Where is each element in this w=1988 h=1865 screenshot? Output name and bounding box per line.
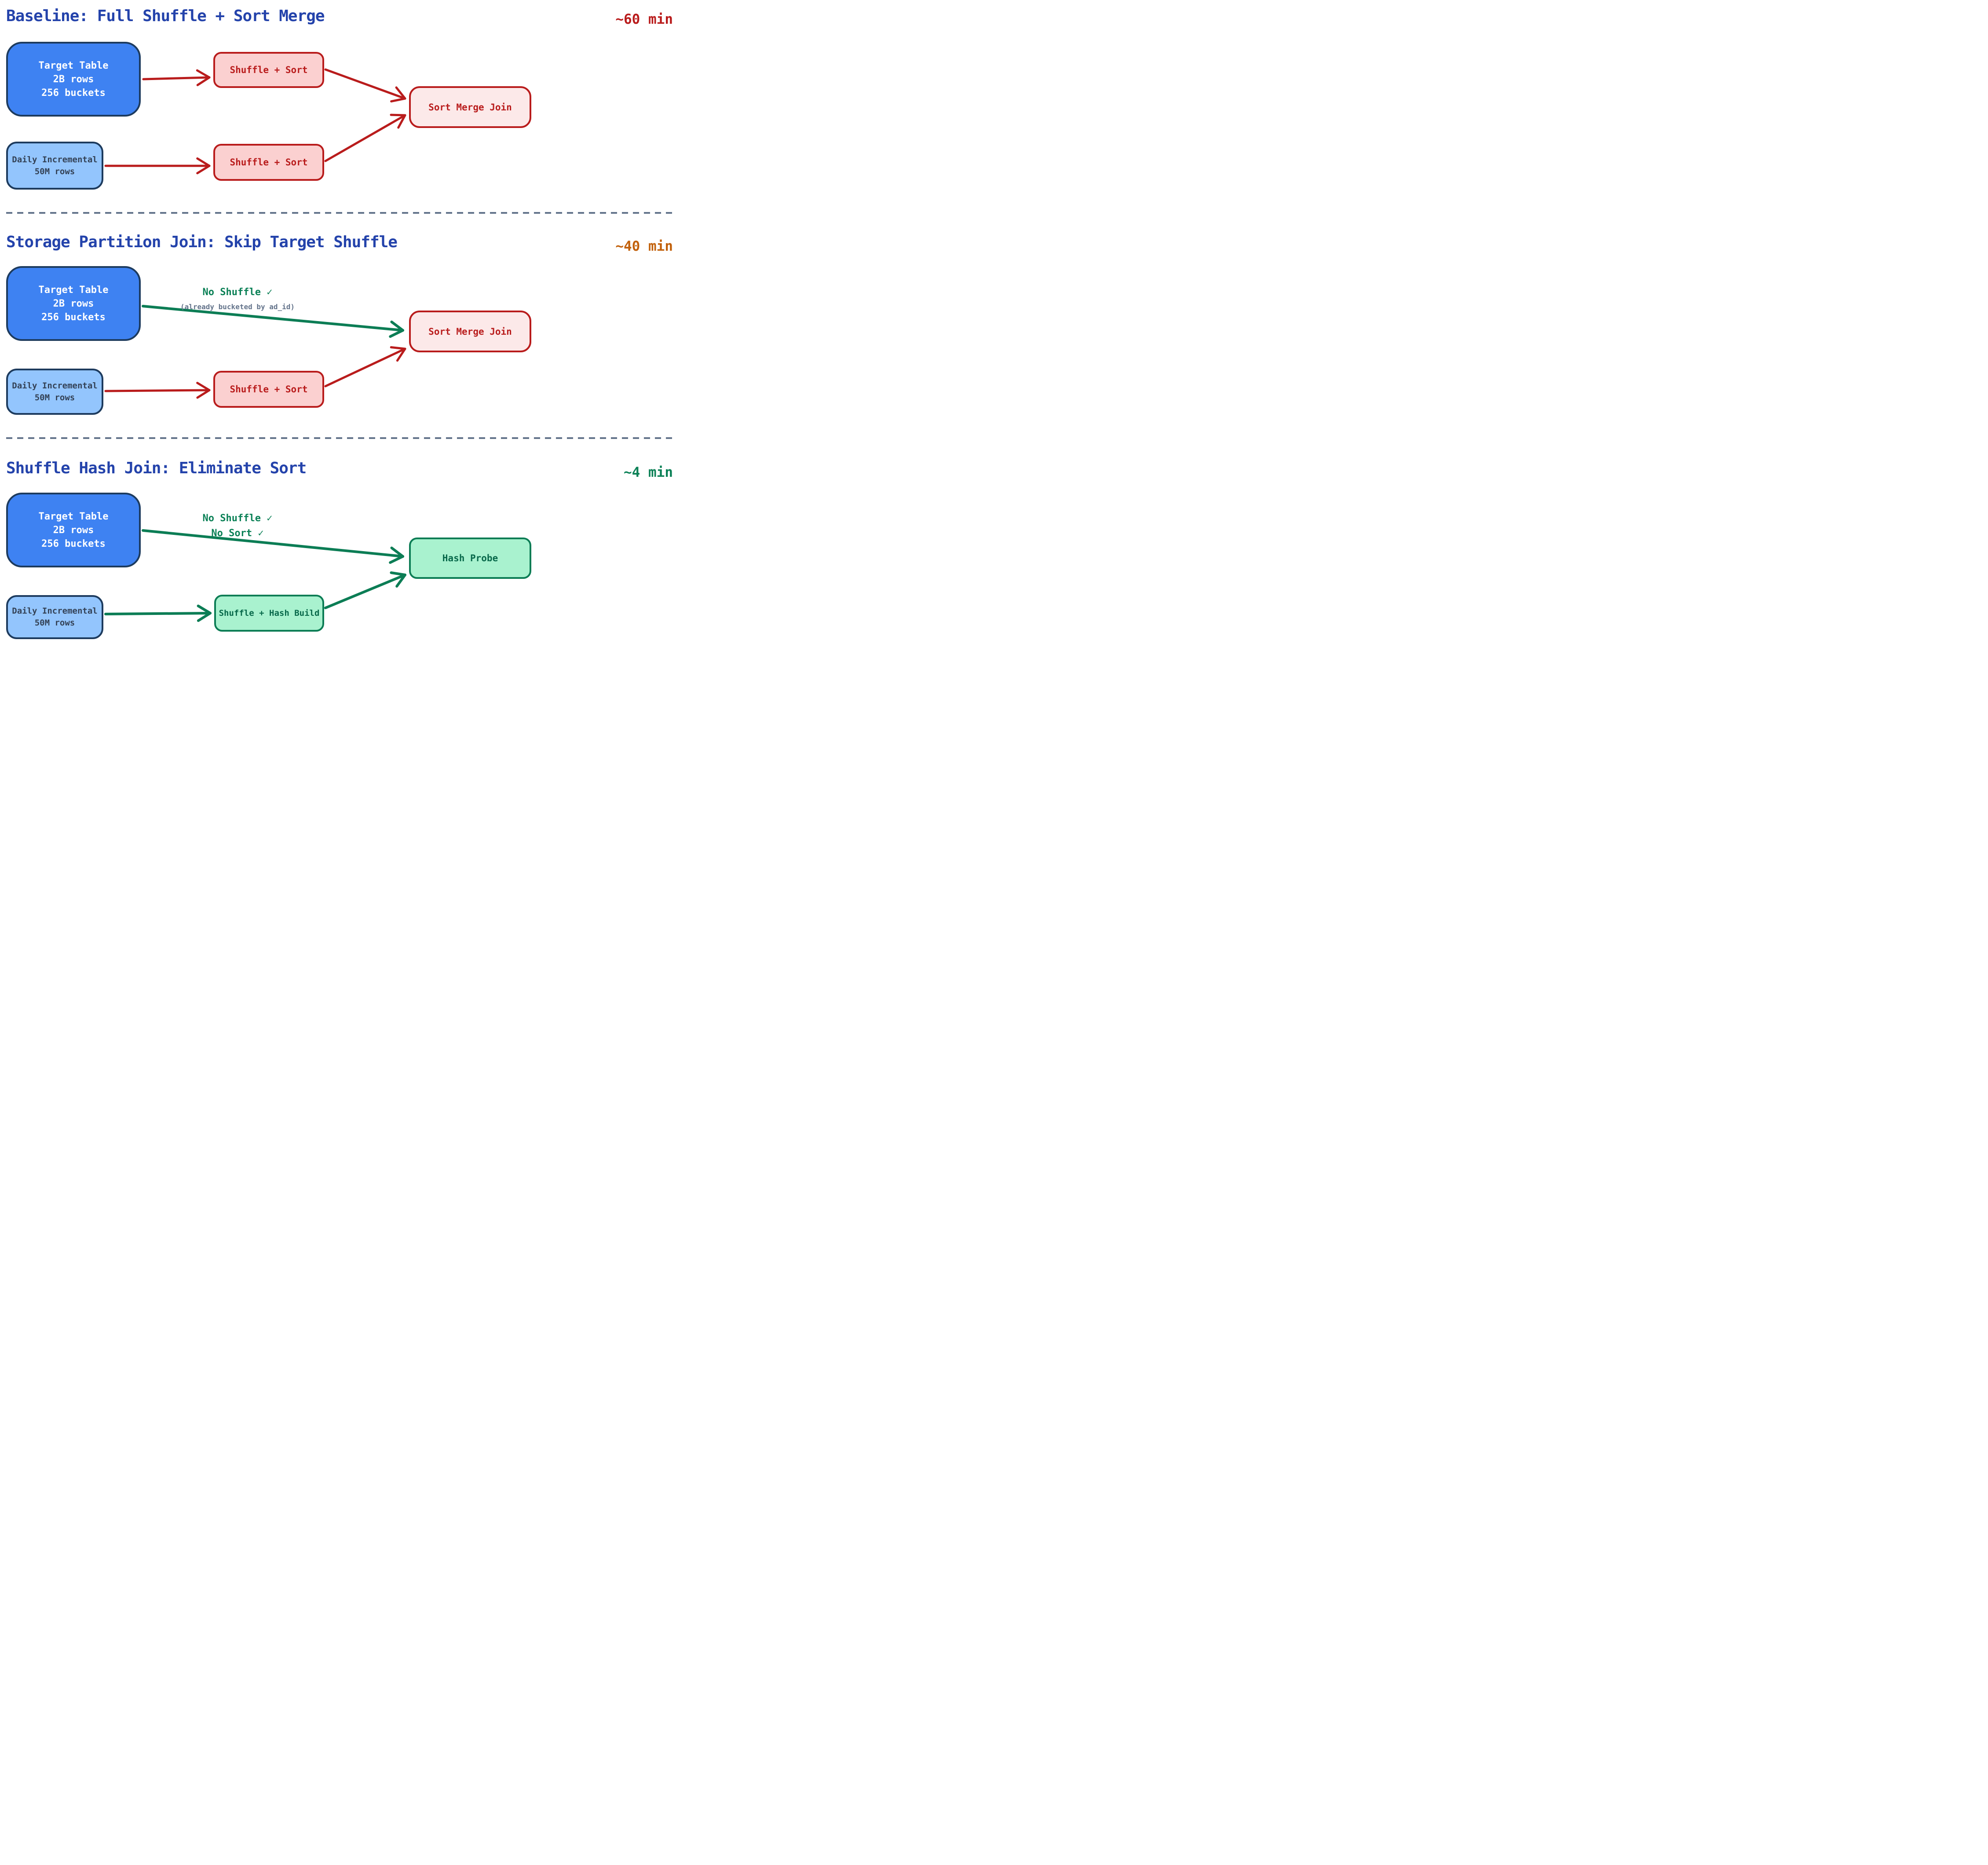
hash-probe-label: Hash Probe xyxy=(442,553,498,563)
shuffle-sort-label: Shuffle + Sort xyxy=(230,384,308,395)
target-table-line: 2B rows xyxy=(53,524,94,536)
daily-incremental-line: 50M rows xyxy=(34,618,75,628)
daily-incremental-line: Daily Incremental xyxy=(12,606,98,616)
section-title-storage-partition-join: Storage Partition Join: Skip Target Shuf… xyxy=(6,233,398,251)
arrowhead xyxy=(390,97,406,102)
arrowhead xyxy=(390,320,404,332)
sort-merge-join-label: Sort Merge Join xyxy=(428,102,512,113)
arrow-shuffle-to-join xyxy=(324,347,406,388)
shuffle-hash-build-node: Shuffle + Hash Build xyxy=(214,595,324,632)
arrowhead xyxy=(389,329,404,338)
target-table-line: 256 buckets xyxy=(41,87,106,99)
bucketed-annotation: (already bucketed by ad_id) xyxy=(180,303,295,311)
arrow-target-no-shuffle-to-join xyxy=(142,305,404,332)
shuffle-sort-label: Shuffle + Sort xyxy=(230,157,308,168)
shuffle-sort-label: Shuffle + Sort xyxy=(230,65,308,75)
no-shuffle-annotation: No Shuffle ✓ xyxy=(202,513,273,524)
arrow-hash-build-to-hash-probe xyxy=(324,574,406,609)
arrowhead xyxy=(196,382,211,391)
time-badge-shuffle-hash-join: ~4 min xyxy=(624,464,673,480)
arrow-daily-to-shuffle xyxy=(104,389,211,392)
arrowhead xyxy=(196,165,211,175)
arrowhead xyxy=(197,612,212,622)
sort-merge-join-node: Sort Merge Join xyxy=(409,86,531,128)
hash-probe-node: Hash Probe xyxy=(409,538,531,579)
diagram-arrows-layer xyxy=(6,68,674,622)
arrow-shuffle-top-to-join xyxy=(324,68,406,100)
sort-merge-join-node: Sort Merge Join xyxy=(409,311,531,352)
time-badge-baseline: ~60 min xyxy=(615,11,673,27)
daily-incremental-line: Daily Incremental xyxy=(12,154,98,165)
arrowhead xyxy=(390,546,404,558)
section-title-baseline: Baseline: Full Shuffle + Sort Merge xyxy=(6,7,325,25)
daily-incremental-node: Daily Incremental 50M rows xyxy=(6,142,103,190)
daily-incremental-node: Daily Incremental 50M rows xyxy=(6,595,103,639)
target-table-line: Target Table xyxy=(38,284,109,296)
arrowhead xyxy=(196,157,211,167)
target-table-line: 256 buckets xyxy=(41,538,106,549)
no-shuffle-annotation: No Shuffle ✓ xyxy=(202,287,273,298)
time-badge-storage-partition-join: ~40 min xyxy=(615,238,673,254)
arrowhead xyxy=(390,346,406,350)
target-table-line: Target Table xyxy=(38,60,109,71)
target-table-node: Target Table 2B rows 256 buckets xyxy=(6,266,141,341)
target-table-node: Target Table 2B rows 256 buckets xyxy=(6,42,141,117)
target-table-line: Target Table xyxy=(38,511,109,522)
daily-incremental-line: 50M rows xyxy=(34,166,75,176)
arrowhead xyxy=(395,86,406,100)
arrowhead xyxy=(196,76,211,86)
shuffle-sort-node-bottom: Shuffle + Sort xyxy=(213,144,324,181)
target-table-line: 2B rows xyxy=(53,73,94,85)
section-title-shuffle-hash-join: Shuffle Hash Join: Eliminate Sort xyxy=(6,459,307,477)
arrowhead xyxy=(395,574,406,588)
arrowhead xyxy=(196,69,211,79)
target-table-node: Target Table 2B rows 256 buckets xyxy=(6,493,141,567)
arrowhead xyxy=(397,114,406,129)
arrowhead xyxy=(396,347,406,362)
shuffle-sort-node-top: Shuffle + Sort xyxy=(213,52,324,88)
target-table-line: 2B rows xyxy=(53,298,94,309)
join-strategy-diagram: Baseline: Full Shuffle + Sort Merge ~60 … xyxy=(0,0,680,642)
no-sort-annotation: No Sort ✓ xyxy=(211,528,264,539)
arrow-daily-to-hash-build xyxy=(104,612,212,615)
arrow-shuffle-bottom-to-join xyxy=(324,114,406,162)
daily-incremental-line: 50M rows xyxy=(34,392,75,402)
arrowhead xyxy=(389,555,404,564)
target-table-line: 256 buckets xyxy=(41,311,106,323)
arrowhead xyxy=(196,389,211,399)
arrowhead xyxy=(390,571,406,576)
arrow-target-to-hash-probe xyxy=(142,529,404,558)
shuffle-sort-node-bottom: Shuffle + Sort xyxy=(213,371,324,408)
shuffle-hash-build-label: Shuffle + Hash Build xyxy=(219,608,320,618)
arrowhead xyxy=(197,604,212,614)
daily-incremental-line: Daily Incremental xyxy=(12,380,98,391)
daily-incremental-node: Daily Incremental 50M rows xyxy=(6,369,103,415)
arrow-target-to-shuffle-top xyxy=(142,76,211,80)
sort-merge-join-label: Sort Merge Join xyxy=(428,326,512,337)
